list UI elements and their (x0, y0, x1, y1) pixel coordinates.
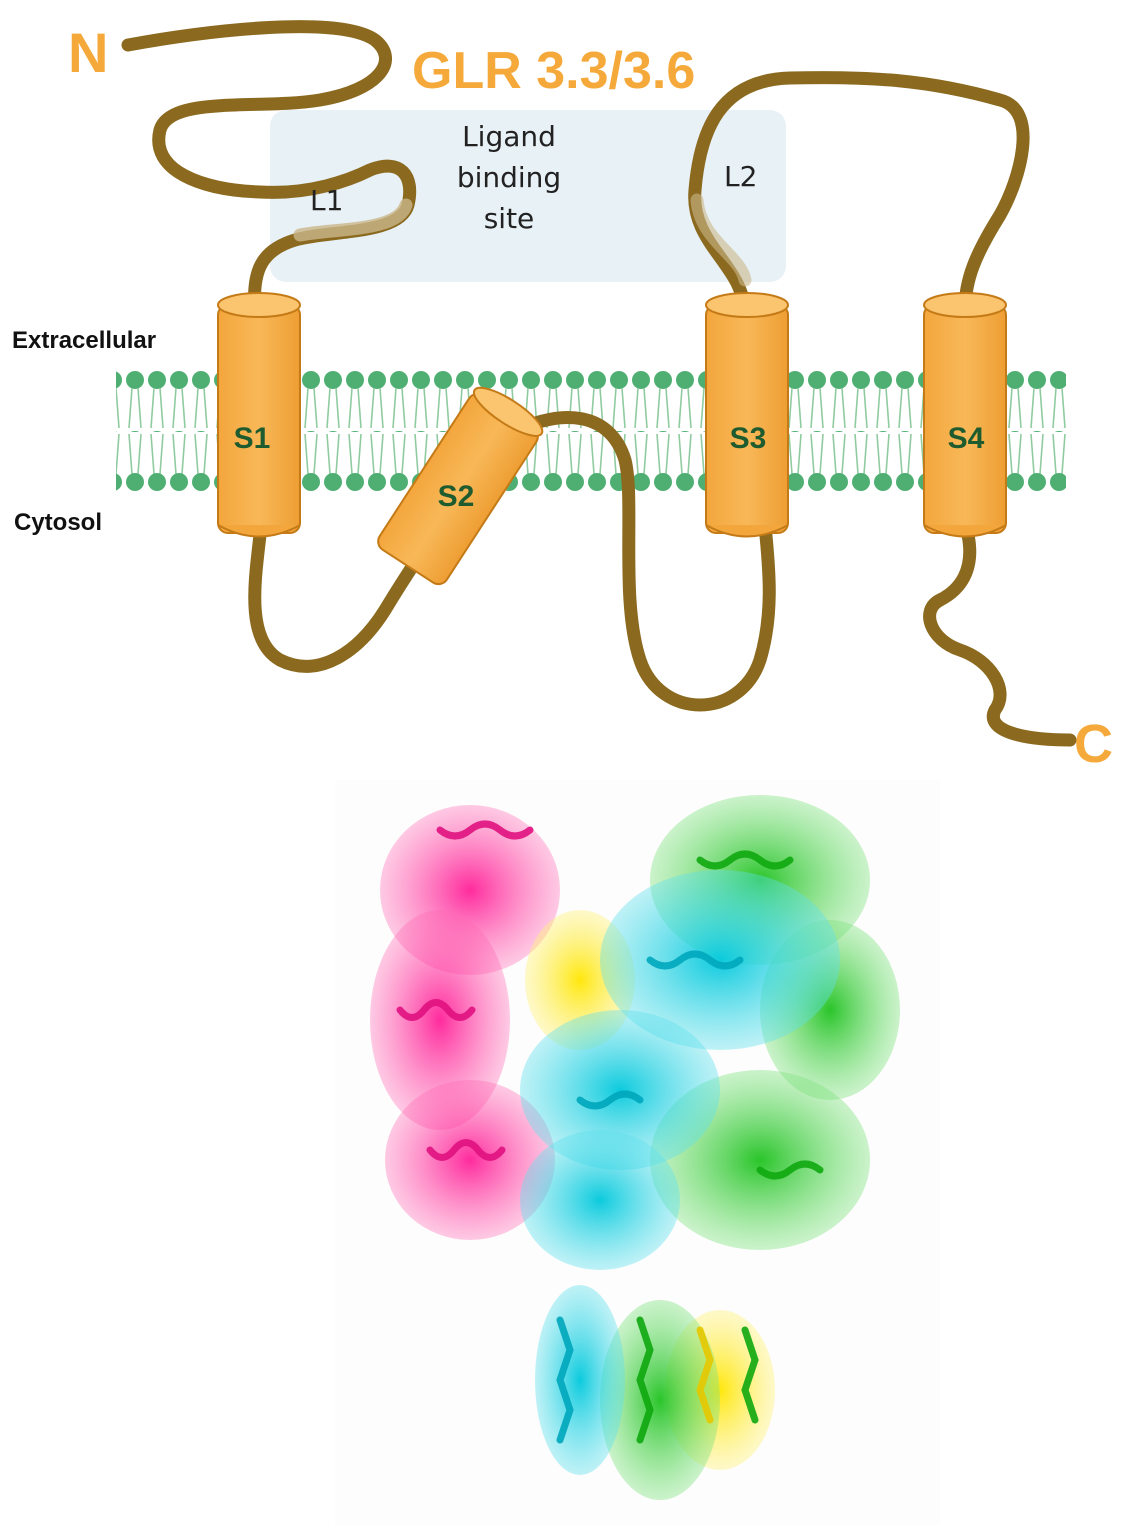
loop-l2-label: L2 (724, 160, 757, 193)
helix-s1 (217, 292, 301, 538)
ligand-label-line1: Ligand (462, 120, 556, 153)
protein-structure-render (335, 780, 940, 1525)
loop-l1-label: L1 (310, 184, 343, 217)
loop-l1-overlay (293, 198, 413, 242)
ligand-label-line3: site (484, 202, 535, 235)
helix-s4-label: S4 (948, 422, 985, 455)
n-terminus-label: N (68, 21, 108, 84)
ligand-binding-site-box (270, 110, 786, 282)
helix-s1-label: S1 (234, 422, 271, 455)
helix-s2-label: S2 (438, 480, 475, 513)
diagram-title: GLR 3.3/3.6 (412, 42, 695, 100)
ligand-label-line2: binding (457, 161, 561, 194)
extracellular-label: Extracellular (12, 327, 156, 354)
helix-s3-label: S3 (730, 422, 767, 455)
c-terminus-label: C (1074, 714, 1113, 774)
loop-l2-overlay (690, 193, 752, 287)
helix-s3 (705, 292, 789, 538)
helix-s4 (923, 292, 1007, 538)
cytosol-label: Cytosol (14, 509, 102, 536)
helix-s2 (377, 386, 544, 586)
